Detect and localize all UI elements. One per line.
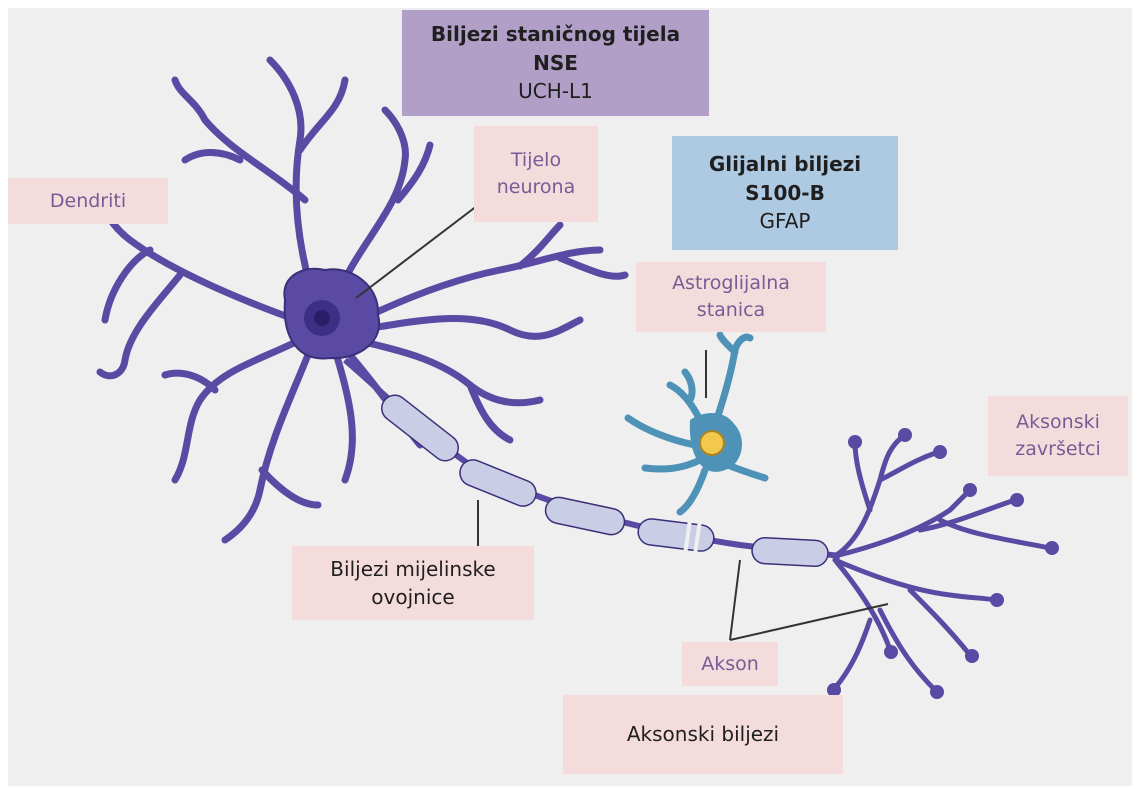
- cell-body-label-line2: neurona: [497, 174, 575, 201]
- cell-body-label: Tijelo neurona: [474, 126, 598, 222]
- astrocyte: [628, 335, 765, 512]
- axon-terminals-label-line1: Aksonski: [1016, 409, 1100, 436]
- glial-markers-primary: S100-B: [745, 179, 825, 207]
- axon-terminals-label-line2: završetci: [1015, 436, 1100, 463]
- soma-markers-title: Biljezi staničnog tijela: [431, 20, 680, 48]
- soma-markers-box: Biljezi staničnog tijela NSE UCH-L1: [402, 10, 709, 116]
- axon-terminals-label: Aksonski završetci: [988, 396, 1128, 476]
- cell-body-label-line1: Tijelo: [511, 147, 561, 174]
- axonal-markers-label: Aksonski biljezi: [563, 695, 843, 774]
- astroglial-cell-label-line1: Astroglijalna: [672, 270, 790, 297]
- axon-label-text: Akson: [701, 651, 759, 678]
- axon-label: Akson: [682, 642, 778, 686]
- myelin-markers-label-line2: ovojnice: [371, 583, 454, 611]
- glial-markers-box: Glijalni biljezi S100-B GFAP: [672, 136, 898, 250]
- soma-markers-secondary: UCH-L1: [518, 77, 593, 105]
- dendrites-label-text: Dendriti: [50, 188, 126, 215]
- axonal-markers-label-text: Aksonski biljezi: [627, 720, 779, 748]
- myelin-markers-label-line1: Biljezi mijelinske: [330, 555, 495, 583]
- dendrites-label: Dendriti: [8, 178, 168, 224]
- myelin-markers-label: Biljezi mijelinske ovojnice: [292, 546, 534, 620]
- soma-markers-primary: NSE: [533, 49, 578, 77]
- astroglial-cell-label-line2: stanica: [697, 297, 765, 324]
- glial-markers-title: Glijalni biljezi: [709, 150, 861, 178]
- astroglial-cell-label: Astroglijalna stanica: [636, 262, 826, 332]
- myelinated-axon: [345, 360, 840, 575]
- neuron-cell-body: [284, 269, 379, 359]
- glial-markers-secondary: GFAP: [760, 207, 811, 235]
